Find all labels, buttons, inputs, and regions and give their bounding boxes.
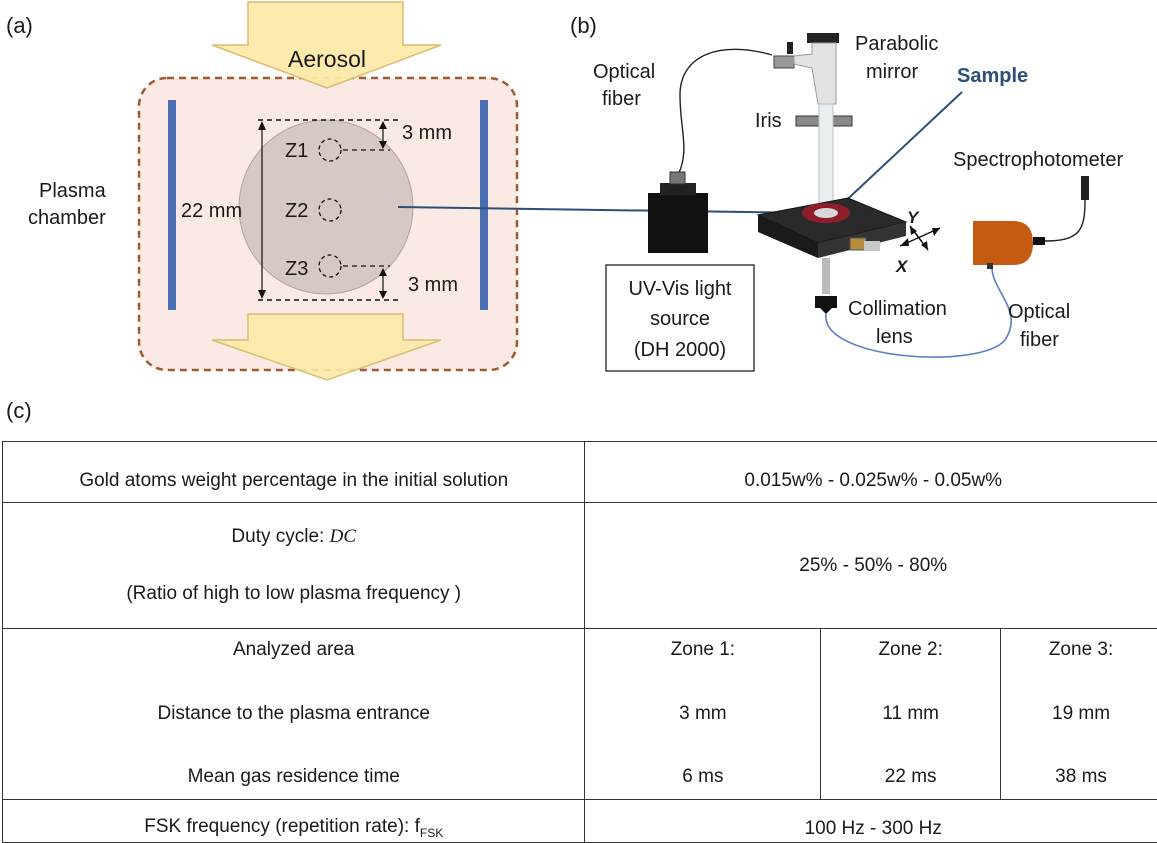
zone3-name: Zone 3: (1001, 639, 1157, 662)
bottom-gap-label: 3 mm (408, 274, 458, 296)
axis-x-label: X (895, 257, 909, 276)
panel-b-label: (b) (570, 13, 597, 38)
light-source-line3: (DH 2000) (634, 339, 726, 361)
electrode-left (168, 100, 176, 310)
optical-fiber-left-2: fiber (602, 88, 641, 110)
table-row-fsk: FSK frequency (repetition rate): fFSK 10… (3, 800, 1157, 843)
axis-y-label: Y (907, 208, 920, 227)
optical-fiber-left-1: Optical (593, 61, 655, 83)
fsk-value: 100 Hz - 300 Hz (585, 800, 1157, 843)
parabolic-mirror (794, 43, 836, 104)
zone-labels-cell: Analyzed area Distance to the plasma ent… (3, 629, 585, 800)
zone3-cell: Zone 3: 19 mm 38 ms (1001, 629, 1157, 800)
diameter-label: 22 mm (181, 200, 242, 222)
optical-fiber-right-2: fiber (1020, 329, 1059, 351)
electrode-right (480, 100, 488, 310)
fsk-label: FSK frequency (repetition rate): fFSK (3, 800, 585, 843)
zone1-time: 6 ms (585, 766, 820, 789)
light-source-body (648, 193, 708, 253)
chamber-label-line2: chamber (28, 207, 106, 229)
zone2-distance: 11 mm (821, 703, 1000, 726)
zone1-cell: Zone 1: 3 mm 6 ms (585, 629, 821, 800)
table-row-zones: Analyzed area Distance to the plasma ent… (3, 629, 1157, 800)
fiber-connector (774, 56, 794, 68)
parabolic-mirror-cap (807, 33, 839, 43)
sample-label: Sample (957, 65, 1028, 87)
zone2-name: Zone 2: (821, 639, 1000, 662)
distance-label: Distance to the plasma entrance (3, 703, 584, 726)
parameters-table: Gold atoms weight percentage in the init… (2, 441, 1157, 843)
light-source-line1: UV-Vis light (628, 278, 731, 300)
zone1-name: Zone 1: (585, 639, 820, 662)
collimation-lens (815, 296, 837, 308)
table-row-duty-cycle: Duty cycle: DC (Ratio of high to low pla… (3, 503, 1157, 629)
aerosol-inlet-arrow (212, 2, 441, 88)
zone3-label: Z3 (285, 258, 308, 280)
analyzed-area-label: Analyzed area (3, 639, 584, 662)
table-row-gold: Gold atoms weight percentage in the init… (3, 442, 1157, 503)
iris-label: Iris (755, 110, 782, 132)
parabolic-label-1: Parabolic (855, 33, 938, 55)
zone1-distance: 3 mm (585, 703, 820, 726)
zone2-time: 22 ms (821, 766, 1000, 789)
optical-fiber-right-1: Optical (1008, 301, 1070, 323)
zone3-time: 38 ms (1001, 766, 1157, 789)
zone2-cell: Zone 2: 11 mm 22 ms (821, 629, 1001, 800)
sample-pointer (836, 92, 962, 210)
schematic-figure: (a) Aerosol 22 mm Z1 Z2 Z3 3 mm 3 mm Pla… (0, 0, 1157, 440)
dc-label: Duty cycle: DC (3, 526, 584, 548)
dc-label-cell: Duty cycle: DC (Ratio of high to low pla… (3, 503, 585, 629)
top-gap-label: 3 mm (402, 122, 452, 144)
gold-label: Gold atoms weight percentage in the init… (3, 442, 585, 503)
collimation-label-1: Collimation (848, 298, 947, 320)
zone2-label: Z2 (285, 200, 308, 222)
aerosol-label: Aerosol (288, 46, 366, 72)
dc-value: 25% - 50% - 80% (585, 503, 1157, 629)
gold-value: 0.015w% - 0.025w% - 0.05w% (585, 442, 1157, 503)
collimation-label-2: lens (876, 326, 913, 348)
spectrophotometer-body (973, 221, 1033, 265)
light-source-line2: source (650, 308, 710, 330)
parabolic-label-2: mirror (866, 61, 919, 83)
panel-c-label: (c) (6, 398, 32, 423)
zone1-label: Z1 (285, 140, 308, 162)
spectrophotometer-label: Spectrophotometer (953, 149, 1123, 171)
dc-note: (Ratio of high to low plasma frequency ) (3, 583, 584, 605)
panel-a-label: (a) (6, 13, 33, 38)
residence-label: Mean gas residence time (3, 766, 584, 789)
beam-tube (819, 104, 833, 204)
zone3-distance: 19 mm (1001, 703, 1157, 726)
chamber-label-line1: Plasma (39, 180, 107, 202)
sampling-disk (239, 120, 413, 294)
